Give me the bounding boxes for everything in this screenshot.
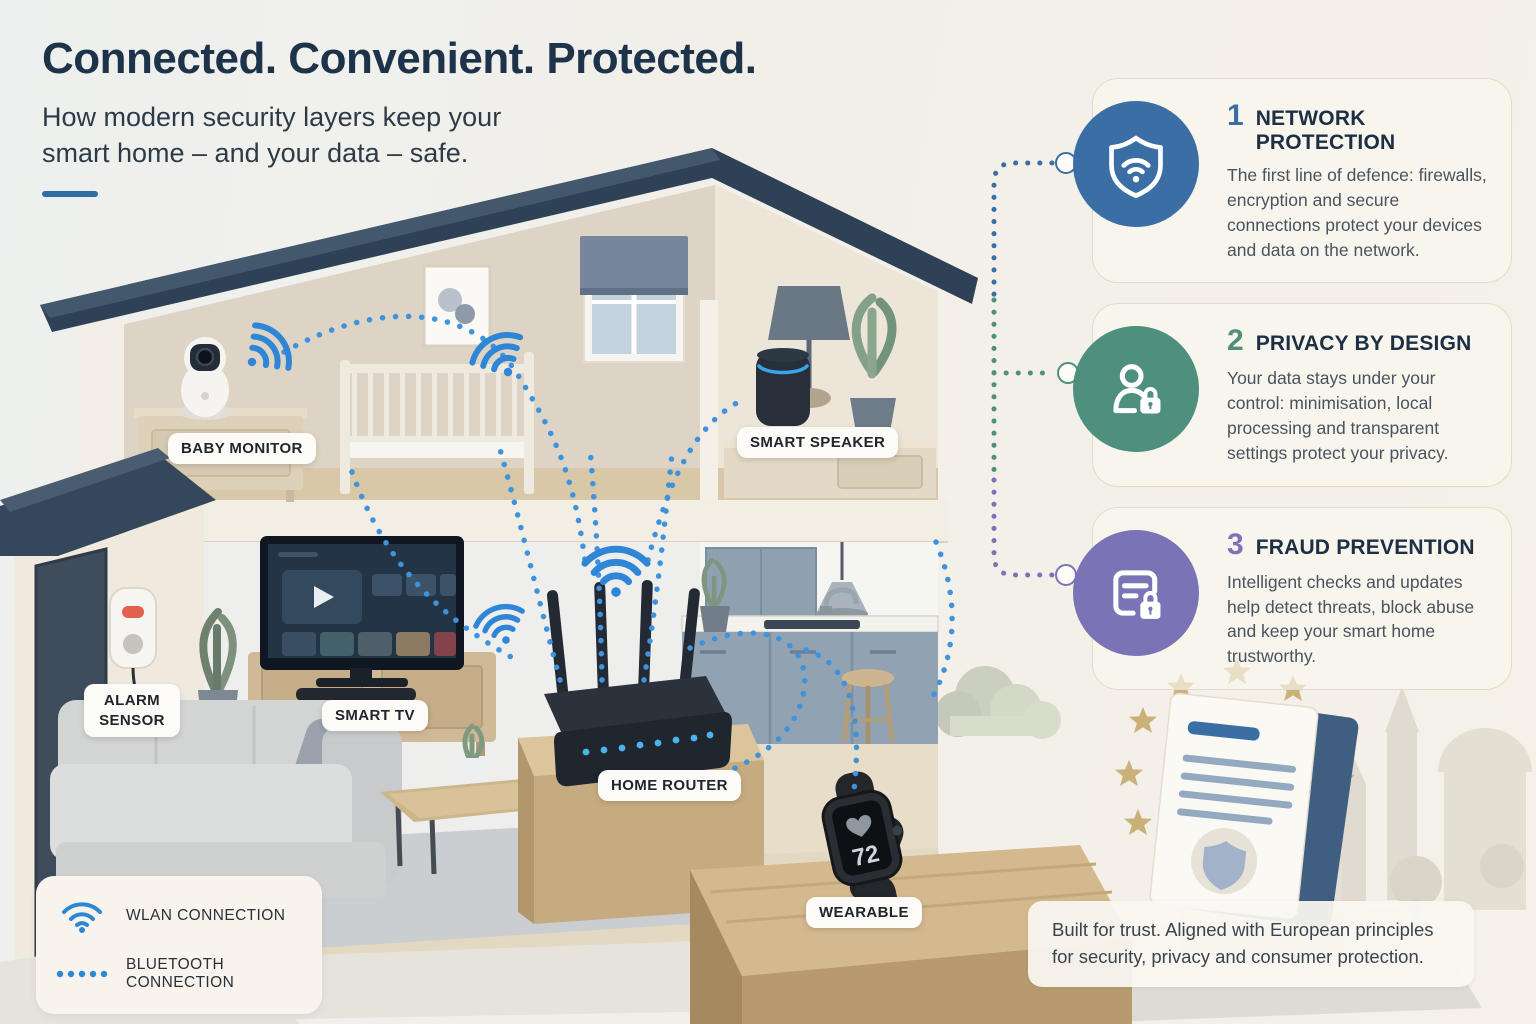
smart-speaker-device: [756, 348, 810, 426]
page-subtitle: How modern security layers keep your sma…: [42, 100, 862, 171]
label-smart-tv: SMART TV: [322, 700, 428, 731]
card-number: 2: [1227, 324, 1244, 358]
label-home-router: HOME ROUTER: [598, 770, 741, 801]
window: [580, 236, 688, 363]
bluetooth-connections: [281, 313, 955, 793]
dotted-line-icon: [56, 969, 108, 979]
subtitle-line-1: How modern security layers keep your: [42, 102, 502, 132]
label-alarm-sensor: ALARM SENSOR: [84, 684, 180, 737]
legend-label-wlan: WLAN CONNECTION: [126, 907, 286, 924]
card-network-protection: 1 NETWORK PROTECTION The first line of d…: [1073, 78, 1512, 284]
accent-underline: [42, 191, 98, 198]
person-lock-icon: [1073, 326, 1199, 453]
bushes: [935, 666, 1061, 739]
baby-monitor-device: [178, 337, 232, 420]
legend-item-bluetooth: BLUETOOTH CONNECTION: [56, 956, 302, 992]
card-privacy-by-design: 2 PRIVACY BY DESIGN Your data stays unde…: [1073, 303, 1512, 487]
wifi-icon: [56, 898, 108, 934]
wall-art: [422, 264, 492, 348]
card-body: Intelligent checks and updates help dete…: [1227, 571, 1475, 667]
card-title: PRIVACY BY DESIGN: [1255, 332, 1472, 356]
card-fraud-prevention: 3 FRAUD PREVENTION Intelligent checks an…: [1073, 506, 1512, 691]
kitchen: [681, 542, 939, 744]
security-layer-cards: 1 NETWORK PROTECTION The first line of d…: [1073, 78, 1512, 691]
card-connector: [991, 160, 1057, 578]
wearable-device: 72: [821, 771, 904, 926]
legend-item-wlan: WLAN CONNECTION: [56, 898, 302, 934]
card-body: The first line of defence: firewalls, en…: [1227, 165, 1487, 260]
page-title: Connected. Convenient. Protected.: [42, 34, 757, 83]
card-body: Your data stays under your control: mini…: [1227, 368, 1449, 463]
label-wearable: WEARABLE: [806, 897, 922, 928]
heart-icon: [846, 815, 872, 837]
crib: [340, 352, 534, 494]
card-title: NETWORK PROTECTION: [1255, 107, 1396, 154]
home-router-device: [518, 580, 764, 924]
card-number: 3: [1227, 527, 1244, 561]
card-number: 1: [1227, 99, 1244, 132]
document-lock-icon: [1073, 529, 1199, 656]
trust-note: Built for trust. Aligned with European p…: [1028, 901, 1474, 987]
legend-label-bluetooth: BLUETOOTH CONNECTION: [126, 956, 235, 991]
wearable-heart-rate: 72: [850, 840, 882, 872]
counter-plant: [700, 557, 730, 632]
label-baby-monitor: BABY MONITOR: [168, 433, 316, 464]
connector-nodes: [1055, 152, 1079, 586]
header: Connected. Convenient. Protected. How mo…: [42, 34, 862, 198]
speaker-nook: [724, 286, 936, 498]
card-title: FRAUD PREVENTION: [1255, 535, 1475, 559]
potted-plant: [850, 293, 897, 432]
stool: [841, 669, 895, 744]
legend: WLAN CONNECTION BLUETOOTH CONNECTION: [36, 876, 322, 1014]
sink-faucet: [820, 587, 859, 616]
subtitle-line-2: smart home – and your data – safe.: [42, 137, 469, 168]
shield-wifi-icon: [1073, 101, 1199, 227]
label-smart-speaker: SMART SPEAKER: [737, 427, 899, 458]
smart-tv-device: [260, 536, 464, 687]
